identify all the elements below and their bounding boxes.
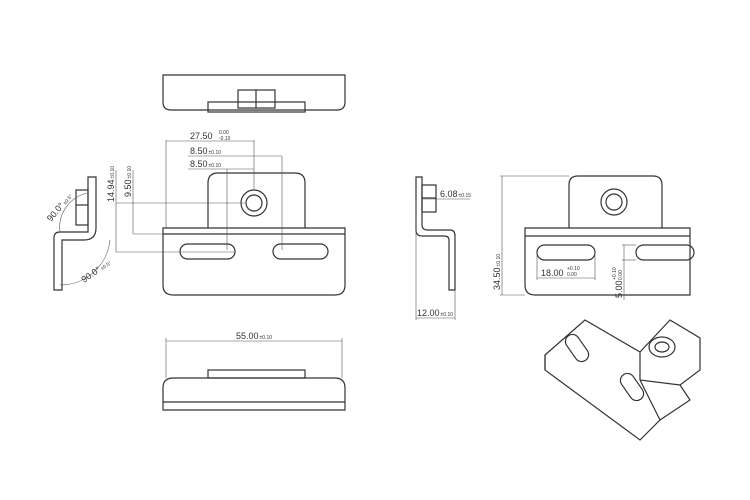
dim-depth-total: 12.00±0.10 [417, 308, 453, 318]
dim-depth-tab: 6.08±0.15 [440, 189, 471, 199]
dim-width-total-tol-lower: -0.10 [219, 136, 231, 142]
slot-left [179, 243, 236, 260]
side-view-right: 6.08±0.15 12.00±0.10 [415, 176, 471, 320]
bottom-view: 55.00±0.10 [162, 331, 346, 411]
dim-height-1: 14.94±0.10 [106, 166, 116, 202]
front-view-right: 34.50±0.10 18.00 +0.10 0.00 5.00 +0.10 0… [492, 175, 695, 300]
dim-angle-2: 90.0°±0.5° [79, 257, 112, 285]
dim-hole-offset-2: 8.50±0.10 [190, 159, 221, 169]
top-view [162, 74, 346, 113]
dim-slot-length-tol-upper: +0.10 [567, 266, 580, 272]
dim-slot-length-tol-lower: 0.00 [567, 272, 577, 278]
dim-slot-width-tol-upper: +0.10 [612, 267, 618, 280]
hole-inner [245, 194, 263, 212]
dim-slot-width: 5.00 [614, 280, 624, 298]
dim-width-total-tol-upper: 0.00 [219, 130, 229, 136]
isometric-view [544, 319, 701, 441]
dim-slot-width-tol-lower: 0.00 [618, 270, 624, 280]
dim-angle-1: 90.0°±0.5° [45, 191, 74, 223]
dim-height-total: 34.50±0.10 [492, 254, 502, 290]
dim-width-total: 27.50 [190, 131, 213, 141]
slot-right [272, 243, 329, 260]
dim-slot-length: 18.00 [541, 268, 564, 278]
dim-length-total: 55.00±0.10 [236, 331, 272, 341]
front-view: 27.50 0.00 -0.10 8.50±0.10 8.50±0.10 14.… [106, 130, 346, 296]
dim-height-2: 9.50±0.10 [123, 166, 133, 197]
dim-hole-offset-1: 8.50±0.10 [190, 146, 221, 156]
side-view-left: 90.0°±0.5° 90.0°±0.5° [45, 176, 113, 291]
